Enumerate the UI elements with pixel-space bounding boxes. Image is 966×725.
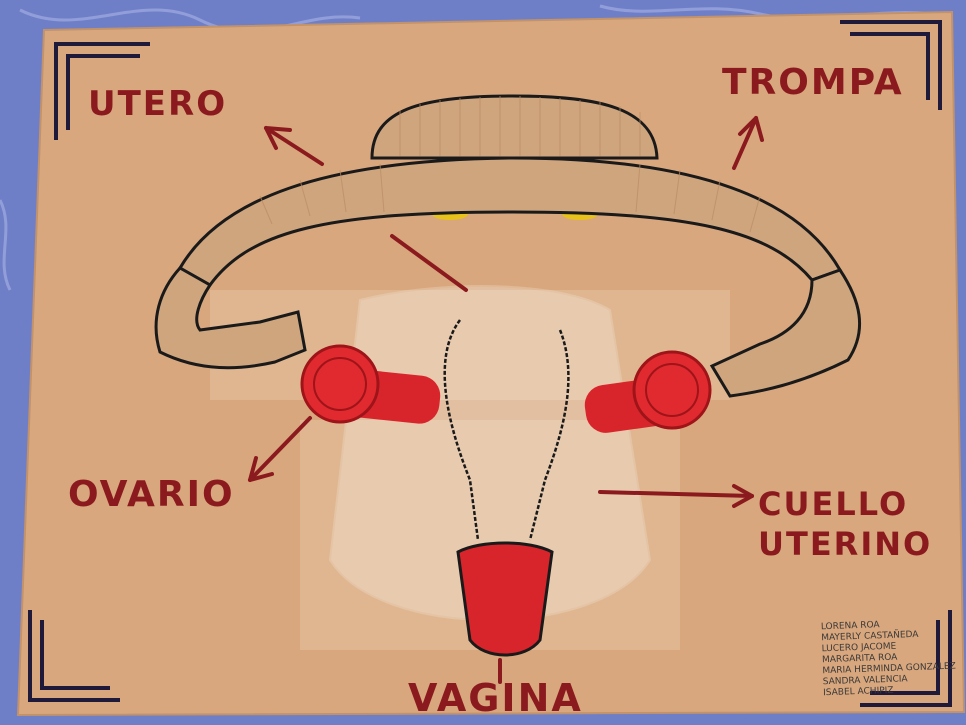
label-cuello-uterino: CUELLO UTERINO	[758, 484, 932, 564]
label-utero: UTERO	[88, 84, 227, 124]
label-ovario: OVARIO	[68, 474, 235, 515]
label-cuello-line1: CUELLO	[758, 484, 932, 524]
vagina-model	[458, 543, 552, 655]
label-cuello-line2: UTERINO	[758, 524, 932, 564]
label-vagina: VAGINA	[408, 676, 583, 720]
author-names: LORENA ROA MAYERLY CASTAÑEDA LUCERO JACO…	[821, 618, 952, 699]
label-trompa: TROMPA	[722, 62, 904, 103]
